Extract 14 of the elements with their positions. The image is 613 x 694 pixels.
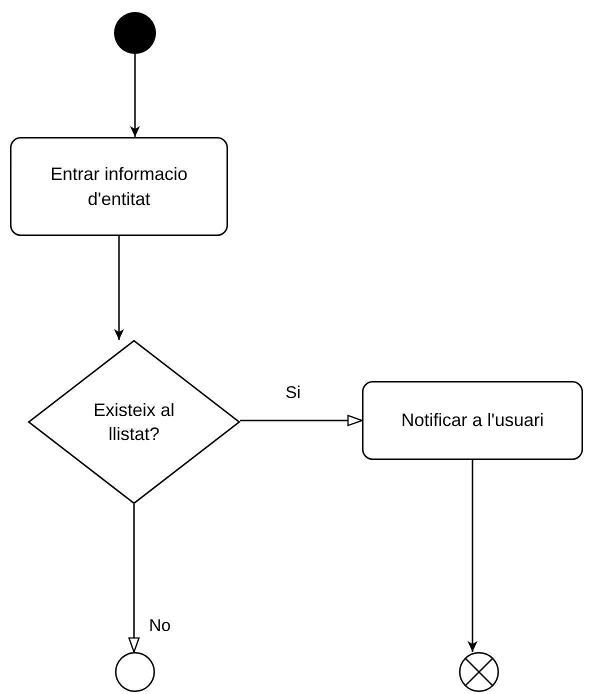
- action-box: [10, 137, 228, 236]
- decision-diamond: [28, 340, 240, 504]
- arrow: [240, 414, 363, 426]
- decision-text: Existeix al llistat?: [92, 398, 176, 446]
- flow-final-node: [459, 652, 499, 692]
- arrow: [128, 504, 140, 653]
- end-circle: [115, 652, 155, 692]
- arrow: [468, 460, 478, 652]
- action-text: Entrar informacio d'entitat: [49, 163, 189, 210]
- arrow: [130, 54, 140, 137]
- arrow: [114, 236, 124, 340]
- action-box: [362, 381, 583, 460]
- action-text: Notificar a l'usuari: [401, 409, 544, 432]
- start-node: [114, 12, 156, 54]
